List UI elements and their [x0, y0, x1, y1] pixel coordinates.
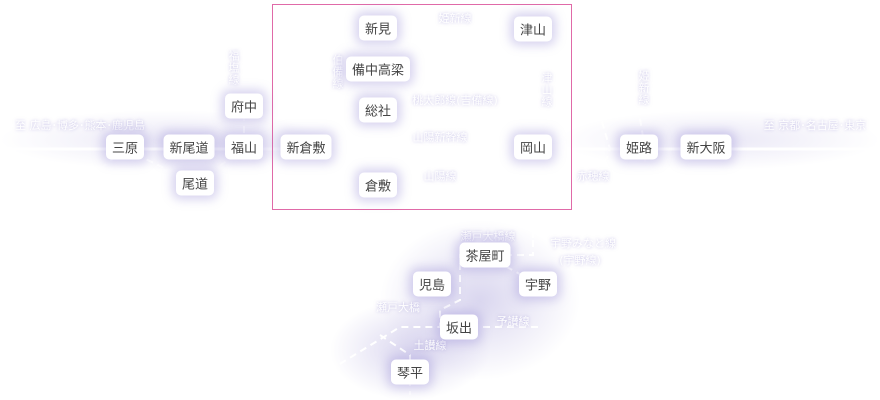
- line-label-dosan: 土讃線: [413, 339, 447, 352]
- line-label-sanyo-shinkansen: 山陽新幹線: [412, 131, 468, 144]
- line-label-fukuen: 福塩線: [227, 50, 240, 86]
- line-label-uno: (宇野線): [559, 254, 601, 267]
- line-label-kishin-right: 姫新線: [637, 70, 650, 106]
- station-kurashiki[interactable]: 倉敷: [358, 172, 398, 198]
- station-niimi[interactable]: 新見: [358, 15, 398, 41]
- sanyo-line-west: [40, 148, 126, 186]
- station-fuchu[interactable]: 府中: [224, 93, 264, 119]
- station-bicchu-takahashi[interactable]: 備中高梁: [345, 56, 411, 82]
- station-soja[interactable]: 総社: [358, 97, 398, 123]
- ako-line: [532, 114, 612, 179]
- seto-ohashi-line: [329, 240, 534, 371]
- station-shin-onomichi[interactable]: 新尾道: [163, 134, 215, 160]
- station-mihara[interactable]: 三原: [105, 134, 145, 160]
- line-label-momotaro: 桃太郎線(吉備線): [412, 94, 498, 107]
- line-label-yosan: 予讃線: [496, 315, 530, 328]
- station-himeji[interactable]: 姫路: [619, 134, 659, 160]
- station-uno[interactable]: 宇野: [518, 271, 558, 297]
- line-label-sanyo: 山陽線: [423, 170, 457, 183]
- momotaro-line: [378, 109, 534, 150]
- line-label-uno-minato: 宇野みなと線: [550, 237, 616, 250]
- line-label-tsuyama: 津山線: [540, 72, 553, 108]
- line-label-seto-ohashi-line: 瀬戸大橋線: [460, 230, 516, 243]
- direction-east-label: 至 京都･名古屋･東京: [763, 119, 867, 132]
- station-tsuyama[interactable]: 津山: [513, 16, 553, 42]
- highlight-frame: [272, 4, 572, 210]
- station-kojima[interactable]: 児島: [412, 271, 452, 297]
- station-okayama[interactable]: 岡山: [513, 134, 553, 160]
- station-shin-kurashiki[interactable]: 新倉敷: [280, 134, 332, 160]
- line-label-kishin: 姫新線: [438, 12, 472, 25]
- direction-west-label: 至 広島･博多･熊本･鹿児島: [15, 119, 145, 132]
- station-fukuyama[interactable]: 福山: [224, 134, 264, 160]
- station-shin-osaka[interactable]: 新大阪: [680, 134, 732, 160]
- station-kotohira[interactable]: 琴平: [390, 359, 430, 385]
- line-label-hakubi: 伯備線: [331, 54, 344, 90]
- station-chayamachi[interactable]: 茶屋町: [459, 242, 511, 268]
- line-label-ako: 赤穂線: [576, 170, 610, 183]
- line-label-seto-ohashi: 瀬戸大橋: [376, 301, 420, 314]
- station-onomichi[interactable]: 尾道: [175, 170, 215, 196]
- station-sakaide[interactable]: 坂出: [439, 314, 479, 340]
